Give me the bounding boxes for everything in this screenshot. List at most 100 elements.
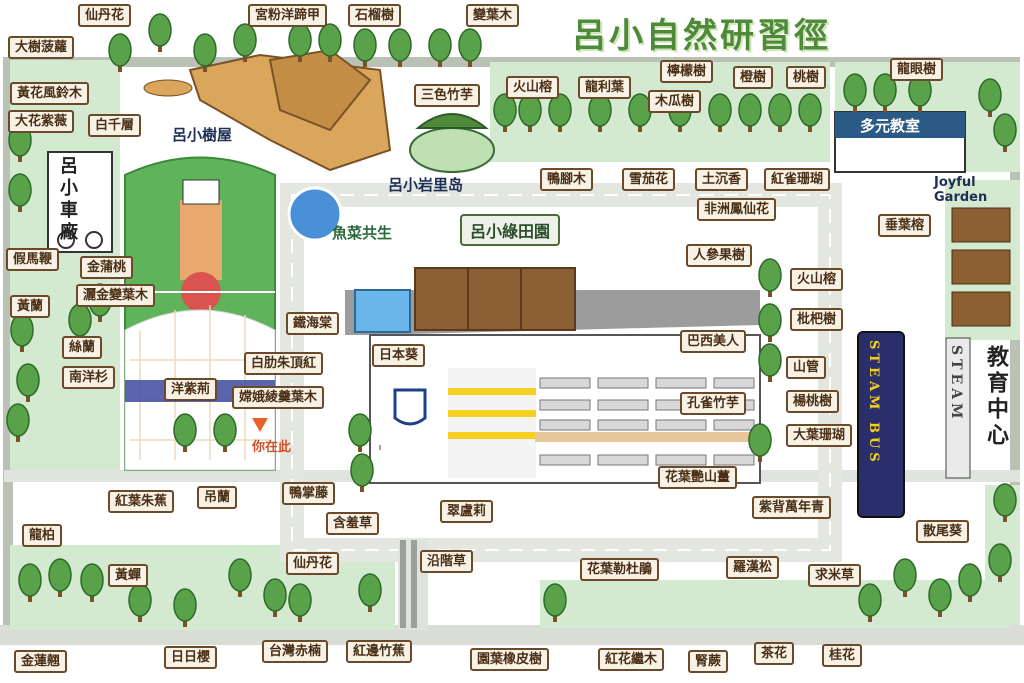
plant-label: 大花紫薇 xyxy=(8,110,75,133)
tree-icon xyxy=(358,573,382,607)
map-title: 呂小自然研習徑 xyxy=(572,16,831,56)
tree-icon xyxy=(543,583,567,617)
tree-icon xyxy=(16,363,40,397)
plant-label: 木瓜樹 xyxy=(648,90,702,113)
plant-label: 紅葉朱蕉 xyxy=(108,490,175,513)
tree-icon xyxy=(108,33,132,67)
plant-label: 楊桃樹 xyxy=(786,390,840,413)
plant-label: 日本葵 xyxy=(372,344,426,367)
plant-label: 紅花繼木 xyxy=(598,648,665,671)
zone-green-farm-sign: 呂小綠田園 xyxy=(460,214,561,246)
tree-icon xyxy=(318,23,342,57)
zone-garage: 呂小車廠 xyxy=(57,156,78,244)
plant-label: 橙樹 xyxy=(733,66,774,89)
plant-label: 沿階草 xyxy=(420,550,474,573)
tree-icon xyxy=(708,93,732,127)
plant-label: 紅邊竹蕉 xyxy=(346,640,413,663)
plant-label: 吊蘭 xyxy=(197,486,238,509)
tree-icon xyxy=(873,73,897,107)
plant-label: 雪茄花 xyxy=(622,168,676,191)
zone-aquaponics: 魚菜共生 xyxy=(332,224,393,242)
zone-education-centre: 教育中心 xyxy=(983,345,1009,449)
tree-icon xyxy=(173,413,197,447)
plant-label: 桃樹 xyxy=(786,66,827,89)
plant-label: 鴨腳木 xyxy=(540,168,594,191)
plant-label: 枇杷樹 xyxy=(790,308,844,331)
tree-icon xyxy=(458,28,482,62)
tree-icon xyxy=(128,583,152,617)
plant-label: 假馬鞭 xyxy=(6,248,60,271)
plant-label: 紅雀珊瑚 xyxy=(764,168,831,191)
plant-label: 花葉勒杜鵑 xyxy=(580,558,660,581)
plant-label: 火山榕 xyxy=(790,268,844,291)
tree-icon xyxy=(748,423,772,457)
plant-label: 腎蕨 xyxy=(688,650,729,673)
plant-label: 金蒲桃 xyxy=(80,256,134,279)
plant-label: 花葉艷山薑 xyxy=(658,466,738,489)
tree-icon xyxy=(18,563,42,597)
tree-icon xyxy=(348,413,372,447)
plant-label: 桂花 xyxy=(822,644,863,667)
tree-icon xyxy=(68,303,92,337)
plant-label: 散尾葵 xyxy=(916,520,970,543)
tree-icon xyxy=(928,578,952,612)
tree-icon xyxy=(353,28,377,62)
tree-icon xyxy=(80,563,104,597)
plant-label: 大葉珊瑚 xyxy=(786,424,853,447)
tree-icon xyxy=(233,23,257,57)
plant-label: 孔雀竹芋 xyxy=(680,392,747,415)
plant-label: 垂葉榕 xyxy=(878,214,932,237)
plant-label: 龍柏 xyxy=(22,524,63,547)
tree-icon xyxy=(228,558,252,592)
plant-label: 非洲鳳仙花 xyxy=(697,198,777,221)
tree-icon xyxy=(993,483,1017,517)
tree-icon xyxy=(428,28,452,62)
plant-label: 火山榕 xyxy=(506,76,560,99)
tree-icon xyxy=(758,258,782,292)
zone-classroom: 多元教室 xyxy=(860,117,921,135)
plant-label: 黃蘭 xyxy=(10,295,51,318)
plant-label: 求米草 xyxy=(808,564,862,587)
plant-label: 日日櫻 xyxy=(164,646,218,669)
plant-label: 嫦娥綾羹葉木 xyxy=(232,386,325,409)
plant-label: 白肋朱頂紅 xyxy=(244,352,324,375)
tree-icon xyxy=(263,578,287,612)
tree-icon xyxy=(758,343,782,377)
tree-icon xyxy=(350,453,374,487)
plant-label: 龍眼樹 xyxy=(890,58,944,81)
tree-icon xyxy=(738,93,762,127)
tree-icon xyxy=(193,33,217,67)
tree-icon xyxy=(288,583,312,617)
plant-label: 檸檬樹 xyxy=(660,60,714,83)
plant-label: 巴西美人 xyxy=(680,330,747,353)
plant-label: 紫背萬年青 xyxy=(752,496,832,519)
plant-label: 仙丹花 xyxy=(78,4,132,27)
tree-icon xyxy=(548,93,572,127)
tree-icon xyxy=(858,583,882,617)
tree-icon xyxy=(978,78,1002,112)
plant-label: 石榴樹 xyxy=(348,4,402,27)
tree-icon xyxy=(798,93,822,127)
tree-icon xyxy=(843,73,867,107)
tree-icon xyxy=(8,173,32,207)
plant-label: 人參果樹 xyxy=(686,244,753,267)
tree-icon xyxy=(993,113,1017,147)
plant-label: 台灣赤楠 xyxy=(262,640,329,663)
tree-icon xyxy=(958,563,982,597)
plant-label: 白千層 xyxy=(88,114,142,137)
plant-label: 大樹菠蘿 xyxy=(8,36,75,59)
plant-label: 龍利葉 xyxy=(578,76,632,99)
plant-label: 南洋杉 xyxy=(62,366,116,389)
tree-icon xyxy=(288,23,312,57)
plant-label: 園葉橡皮樹 xyxy=(470,648,550,671)
tree-icon xyxy=(758,303,782,337)
plant-label: 洋紫荊 xyxy=(164,378,218,401)
tree-icon xyxy=(988,543,1012,577)
zone-treehouse: 呂小樹屋 xyxy=(172,126,233,144)
plant-label: 宮粉洋蹄甲 xyxy=(248,4,328,27)
tree-icon xyxy=(493,93,517,127)
plant-label: 灑金變葉木 xyxy=(76,284,156,307)
you-are-here-marker: 你在此 xyxy=(252,440,292,455)
